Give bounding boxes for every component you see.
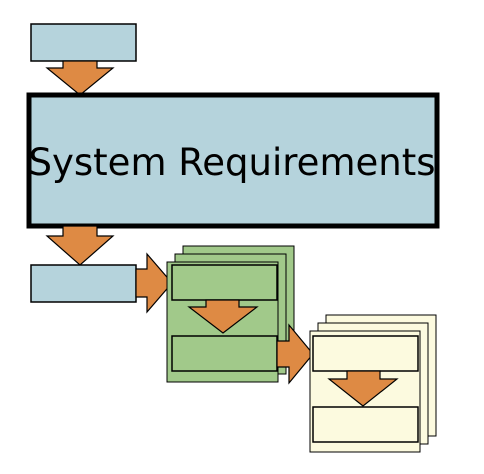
subsystem-output-box (171, 335, 278, 372)
component-arrow-down (327, 370, 399, 407)
arrow-down-input (45, 60, 115, 96)
subsystem-stack (166, 245, 295, 383)
arrow-right-subsystem (135, 252, 173, 314)
subsystem-input-box (171, 264, 278, 301)
component-stack (309, 314, 437, 453)
system-requirements-box: System Requirements (26, 92, 440, 229)
output-box (30, 264, 137, 303)
subsystem-arrow-down (187, 299, 259, 334)
component-input-box (312, 335, 419, 372)
system-requirements-label: System Requirements (29, 141, 436, 184)
input-box (30, 23, 137, 62)
component-output-box (312, 406, 419, 443)
arrow-down-output (45, 225, 115, 266)
arrow-right-component (276, 323, 314, 385)
